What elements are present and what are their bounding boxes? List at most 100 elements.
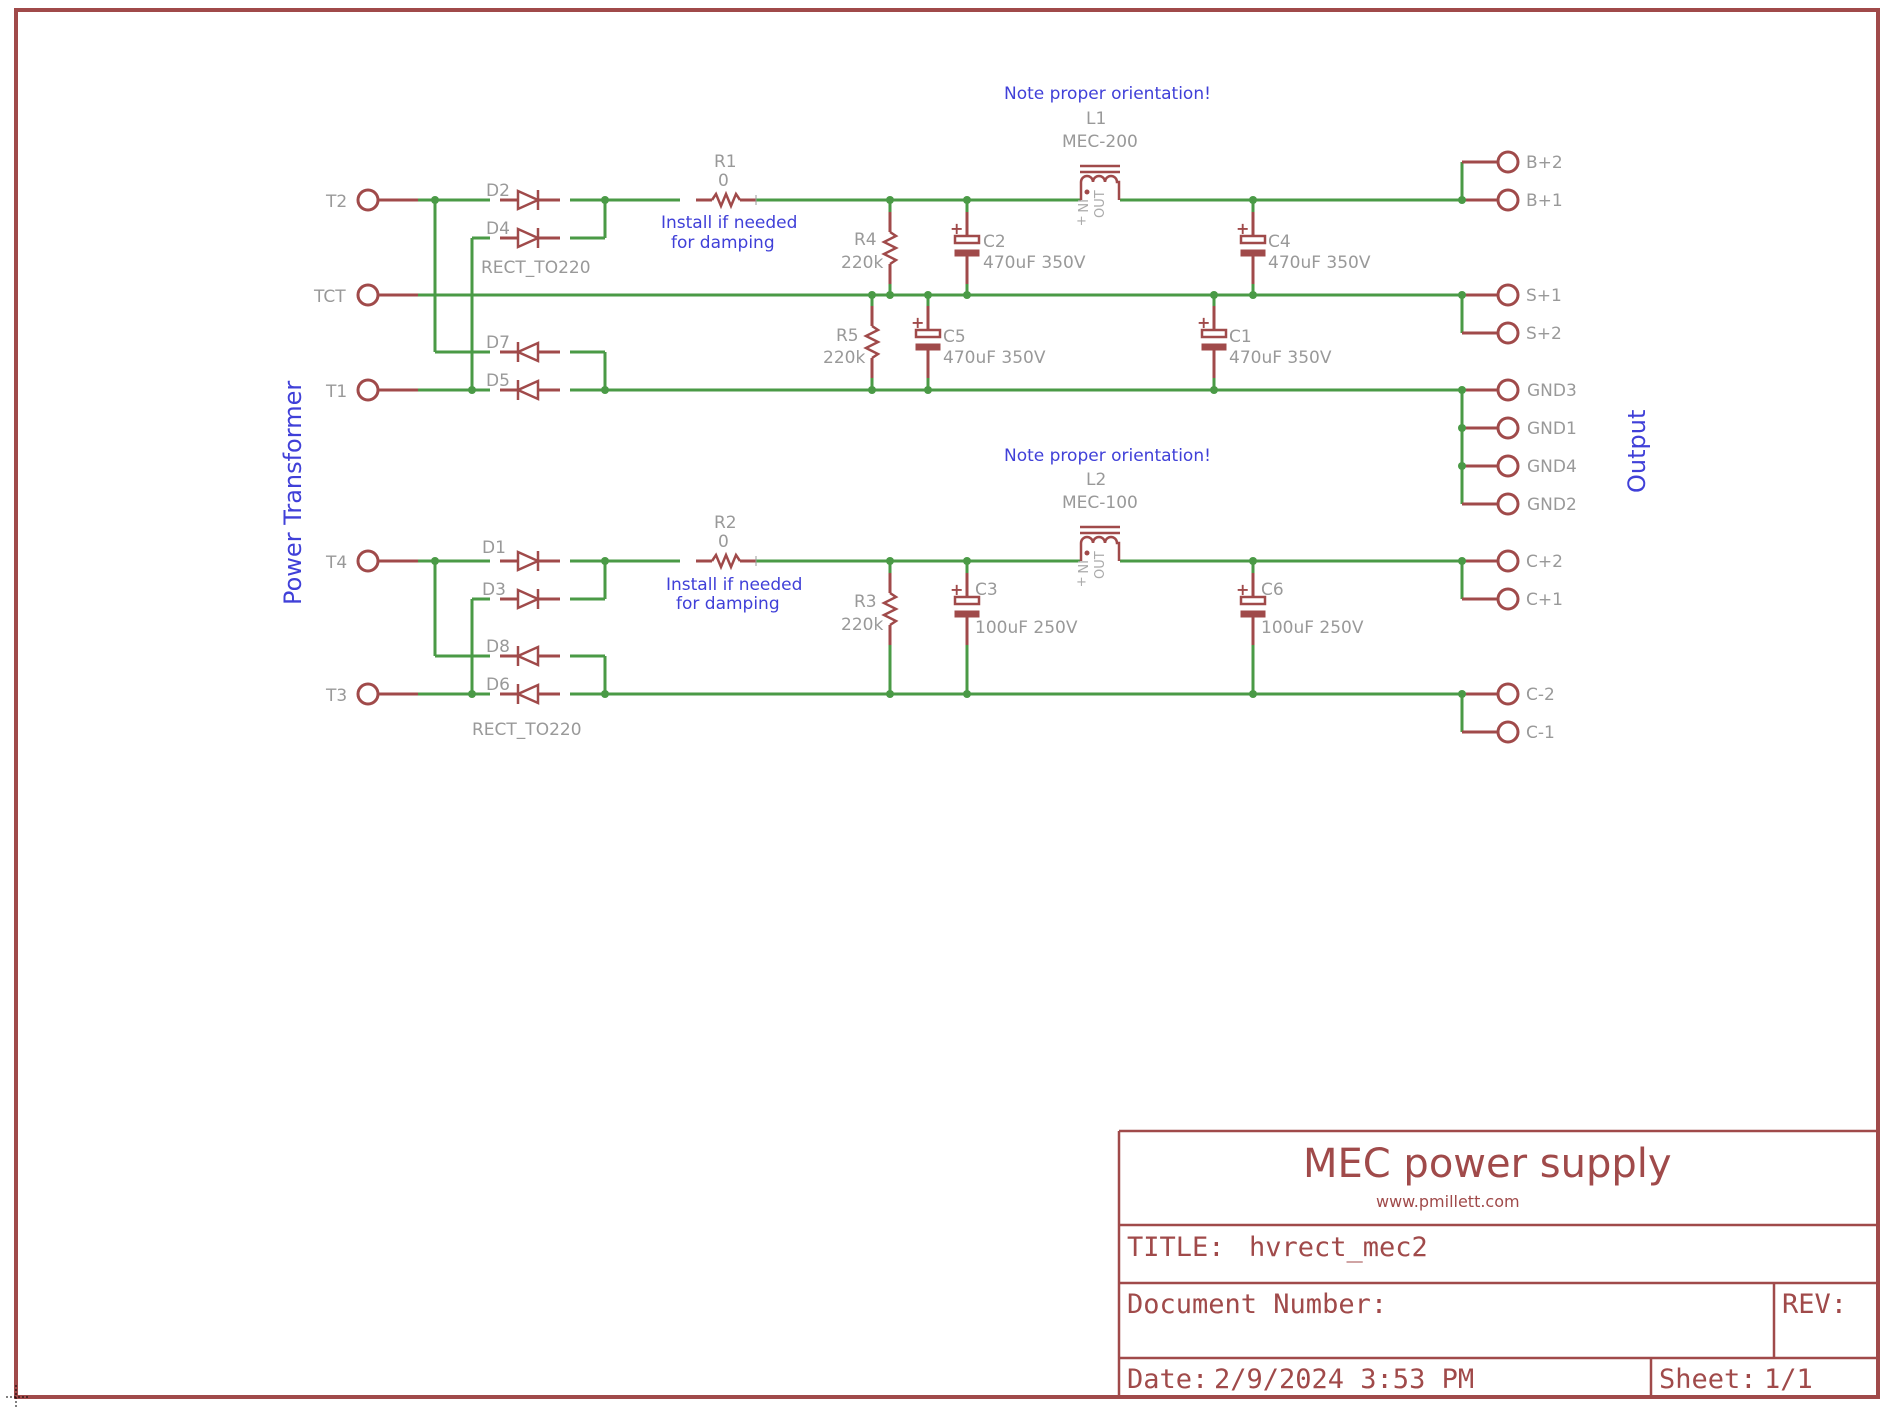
terminal-B+2[interactable]: B+2 [1496,150,1563,174]
capacitor-C5[interactable]: C5 470uF 350V [909,304,1046,380]
svg-text:IN: IN [1074,199,1089,213]
svg-text:C-2: C-2 [1526,685,1555,705]
diode-D1[interactable]: D1 [482,538,562,573]
svg-text:220k: 220k [841,615,883,635]
resistor-R2[interactable]: R2 0 [694,513,758,569]
diode-D7[interactable]: D7 [486,333,562,364]
terminal-GND3[interactable]: GND3 [1496,378,1577,402]
svg-text:GND3: GND3 [1527,381,1577,401]
svg-text:B+2: B+2 [1526,153,1563,173]
svg-text:T4: T4 [325,553,347,573]
svg-text:D4: D4 [486,219,510,239]
svg-text:100uF 250V: 100uF 250V [1261,618,1364,638]
svg-text:GND2: GND2 [1527,495,1577,515]
svg-text:0: 0 [718,532,729,552]
terminal-T1[interactable]: T1 [325,378,380,402]
svg-text:+: + [1076,575,1087,590]
terminal-C+2[interactable]: C+2 [1496,549,1563,573]
output-label: Output [1623,410,1651,493]
svg-text:C3: C3 [975,580,998,600]
svg-text:R5: R5 [836,326,859,346]
svg-text:T2: T2 [325,192,347,212]
svg-text:470uF 350V: 470uF 350V [983,253,1086,273]
terminal-GND2[interactable]: GND2 [1496,492,1577,516]
orientation-note-2: Note proper orientation! [1004,446,1211,466]
resistor-R1[interactable]: R1 0 [694,152,758,208]
svg-text:T1: T1 [325,382,347,402]
svg-text:MEC-100: MEC-100 [1062,493,1138,513]
svg-text:C+2: C+2 [1526,552,1563,572]
inductor-L1[interactable]: L1 MEC-200 IN OUT + [1062,109,1138,229]
svg-text:R1: R1 [714,152,737,172]
svg-text:D8: D8 [486,637,510,657]
svg-text:L2: L2 [1086,470,1106,490]
title-label: TITLE: [1127,1232,1225,1263]
svg-text:D6: D6 [486,675,510,695]
damping-note-2-line1: Install if needed [666,575,802,595]
svg-text:B+1: B+1 [1526,191,1563,211]
damping-note-1-line2: for damping [671,233,775,253]
terminal-S+2[interactable]: S+2 [1496,321,1562,345]
svg-text:C-1: C-1 [1526,723,1555,743]
svg-text:C5: C5 [943,327,966,347]
svg-text:OUT: OUT [1093,190,1108,218]
top-section-wires [378,160,1498,506]
svg-text:220k: 220k [841,253,883,273]
diode-D2[interactable]: D2 [486,181,562,212]
svg-text:+: + [1076,214,1087,229]
diode-package-label-bottom: RECT_TO220 [472,720,582,740]
terminal-B+1[interactable]: B+1 [1496,188,1563,212]
svg-text:0: 0 [718,171,729,191]
diode-D4[interactable]: D4 [486,219,562,250]
svg-text:D3: D3 [482,580,506,600]
svg-text:C1: C1 [1229,327,1252,347]
terminal-C+1[interactable]: C+1 [1496,587,1563,611]
terminal-T2[interactable]: T2 [325,188,380,212]
title-block: MEC power supply www.pmillett.com TITLE:… [1117,1129,1878,1397]
svg-text:GND4: GND4 [1527,457,1577,477]
svg-text:C2: C2 [983,232,1006,252]
svg-text:D5: D5 [486,371,510,391]
svg-text:S+2: S+2 [1526,324,1562,344]
terminal-T4[interactable]: T4 [325,549,380,573]
capacitor-C2[interactable]: C2 470uF 350V [948,210,1086,286]
terminal-GND4[interactable]: GND4 [1496,454,1577,478]
junction-dots [431,196,1466,698]
resistor-R5[interactable]: R5 220k [823,304,880,380]
diode-D5[interactable]: D5 [486,371,562,402]
diode-D3[interactable]: D3 [482,580,562,611]
svg-text:T3: T3 [325,686,347,706]
title-value: hvrect_mec2 [1249,1232,1428,1263]
capacitor-C1[interactable]: C1 470uF 350V [1195,304,1332,380]
diode-D8[interactable]: D8 [486,637,562,668]
diode-D6[interactable]: D6 [486,675,562,706]
resistor-R4[interactable]: R4 220k [841,210,898,286]
terminal-TCT[interactable]: TCT [313,283,380,307]
diode-package-label-top: RECT_TO220 [481,258,591,278]
terminal-S+1[interactable]: S+1 [1496,283,1562,307]
resistor-R3[interactable]: R3 220k [841,571,898,647]
terminal-GND1[interactable]: GND1 [1496,416,1577,440]
svg-text:GND1: GND1 [1527,419,1577,439]
capacitor-C6[interactable]: C6 100uF 250V [1234,571,1364,647]
svg-text:R4: R4 [854,230,877,250]
svg-text:D7: D7 [486,333,510,353]
sheet-label: Sheet: [1659,1364,1757,1395]
capacitor-C4[interactable]: C4 470uF 350V [1234,210,1371,286]
terminal-T3[interactable]: T3 [325,682,380,706]
svg-text:R2: R2 [714,513,737,533]
svg-text:L1: L1 [1086,109,1106,129]
terminal-C-1[interactable]: C-1 [1496,720,1555,744]
svg-text:C4: C4 [1268,232,1291,252]
svg-text:MEC-200: MEC-200 [1062,132,1138,152]
capacitor-C3[interactable]: C3 100uF 250V [948,571,1078,647]
date-value: 2/9/2024 3:53 PM [1214,1364,1474,1395]
title-block-heading: MEC power supply [1303,1141,1672,1187]
svg-text:220k: 220k [823,348,865,368]
inductor-L2[interactable]: L2 MEC-100 IN OUT + [1062,470,1138,590]
svg-text:470uF 350V: 470uF 350V [943,348,1046,368]
svg-text:470uF 350V: 470uF 350V [1229,348,1332,368]
svg-text:IN: IN [1074,560,1089,574]
terminal-C-2[interactable]: C-2 [1496,682,1555,706]
